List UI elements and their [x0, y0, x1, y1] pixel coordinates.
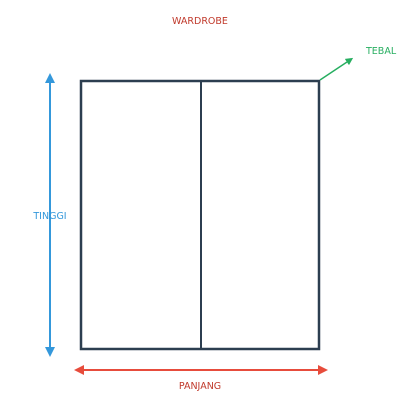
- thickness-label: TEBAL: [365, 46, 397, 57]
- height-label: TINGGI: [32, 211, 66, 222]
- diagram-title: WARDROBE: [172, 16, 228, 27]
- length-label: PANJANG: [179, 381, 221, 392]
- thickness-arrow: [319, 57, 354, 81]
